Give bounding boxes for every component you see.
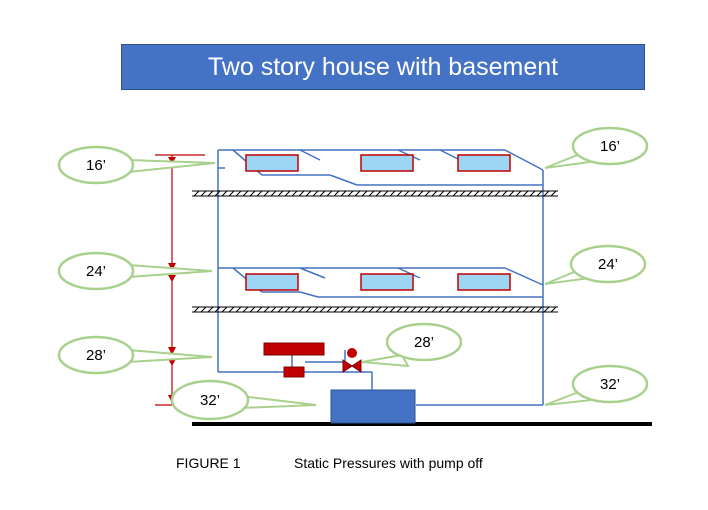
callout-right-28-label: 28’ bbox=[414, 334, 434, 351]
callout-right-16-label: 16’ bbox=[600, 138, 620, 155]
callout-left-16-label: 16’ bbox=[86, 157, 106, 174]
piping bbox=[217, 149, 544, 406]
callout-left-16: 16’ bbox=[57, 145, 216, 185]
callout-right-24: 24’ bbox=[544, 244, 647, 285]
callout-right-32: 32’ bbox=[544, 364, 649, 406]
boiler bbox=[330, 389, 416, 424]
callout-right-24-label: 24’ bbox=[598, 256, 618, 273]
callout-left-32: 32’ bbox=[170, 379, 317, 421]
figure-caption-label: FIGURE 1 bbox=[176, 455, 241, 471]
figure-caption-text: Static Pressures with pump off bbox=[294, 455, 483, 471]
callout-left-32-label: 32’ bbox=[200, 392, 220, 409]
callout-left-28-label: 28’ bbox=[86, 347, 106, 364]
middle-floor-slab bbox=[192, 306, 558, 313]
pump-valve-icon bbox=[342, 348, 362, 373]
diagram-title: Two story house with basement bbox=[121, 44, 645, 90]
figure-caption: FIGURE 1 Static Pressures with pump off bbox=[176, 455, 483, 471]
radiators bbox=[245, 154, 511, 291]
callout-left-24-label: 24’ bbox=[86, 263, 106, 280]
upper-floor-slab bbox=[192, 190, 558, 197]
radiator-middle-3 bbox=[457, 273, 511, 291]
radiator-middle-1 bbox=[245, 273, 299, 291]
callout-right-32-label: 32’ bbox=[600, 376, 620, 393]
radiator-upper-1 bbox=[245, 154, 299, 172]
expansion-tank bbox=[263, 342, 325, 356]
floor-slabs bbox=[192, 190, 558, 313]
callout-left-24: 24’ bbox=[57, 251, 213, 291]
callout-left-28: 28’ bbox=[57, 335, 213, 375]
callout-right-28: 28’ bbox=[361, 322, 463, 368]
callout-right-16: 16’ bbox=[544, 126, 649, 169]
air-separator bbox=[283, 366, 305, 378]
radiator-upper-3 bbox=[457, 154, 511, 172]
radiator-upper-2 bbox=[360, 154, 414, 172]
radiator-middle-2 bbox=[360, 273, 414, 291]
